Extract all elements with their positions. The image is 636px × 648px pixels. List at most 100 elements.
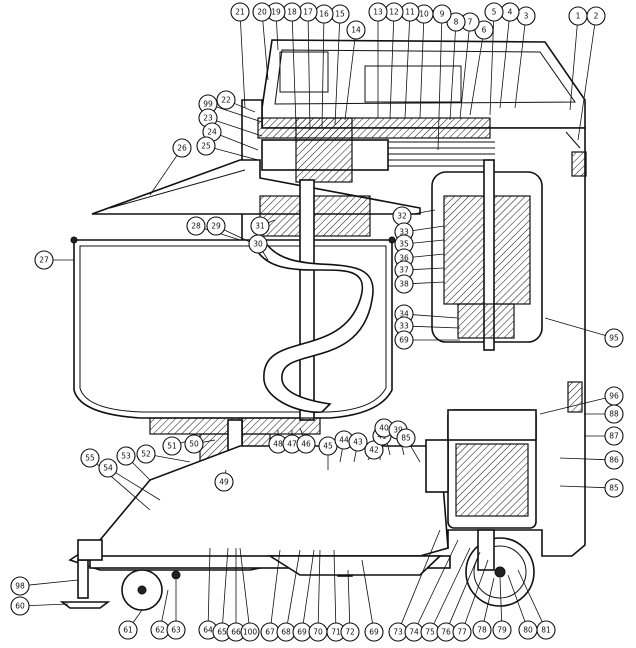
leader-line-15 xyxy=(334,22,340,126)
bowl-motor-bracket-left xyxy=(425,439,449,493)
callout-96: 96 xyxy=(604,386,624,406)
callout-13: 13 xyxy=(368,2,388,22)
callout-11: 11 xyxy=(400,2,420,22)
callout-number: 7 xyxy=(468,18,473,27)
callout-21: 21 xyxy=(230,2,250,22)
leader-line-86 xyxy=(559,457,606,461)
callout-68: 68 xyxy=(276,622,296,642)
callout-number: 21 xyxy=(235,8,245,17)
callout-number: 87 xyxy=(609,432,619,441)
leveling-foot-pad xyxy=(59,601,111,609)
callout-circle xyxy=(98,458,118,478)
leader-line-71 xyxy=(333,549,337,624)
callout-number: 16 xyxy=(319,10,329,19)
callout-circle xyxy=(252,2,272,22)
callout-number: 98 xyxy=(15,582,25,591)
callout-number: 27 xyxy=(39,256,49,265)
bowl-lid-rib xyxy=(109,169,246,209)
upper-belt-grooves xyxy=(388,141,495,167)
leader-line-73 xyxy=(401,529,441,624)
callout-circle xyxy=(472,620,492,640)
callout-63: 63 xyxy=(166,620,186,640)
callout-73: 73 xyxy=(388,622,408,642)
caster-wheel-right-inner xyxy=(473,545,527,599)
callout-29: 29 xyxy=(206,216,226,236)
callout-26: 26 xyxy=(172,138,192,158)
callout-circle xyxy=(604,450,624,470)
caster-fork-right xyxy=(477,529,495,571)
leader-line-43 xyxy=(353,450,357,463)
leader-line-4 xyxy=(499,20,510,109)
callout-number: 78 xyxy=(477,626,487,635)
callout-number: 20 xyxy=(257,8,267,17)
callout-circle xyxy=(10,596,30,616)
leader-line-68 xyxy=(287,549,301,624)
leader-line-12 xyxy=(389,20,395,119)
callout-18: 18 xyxy=(282,2,302,22)
callout-85: 85 xyxy=(604,478,624,498)
callout-76: 76 xyxy=(436,622,456,642)
callout-circle xyxy=(586,6,606,26)
callout-number: 100 xyxy=(243,628,258,637)
leader-line-53 xyxy=(132,462,151,481)
callout-circle xyxy=(604,478,624,498)
callout-number: 29 xyxy=(211,222,221,231)
callout-leaders xyxy=(28,20,606,625)
bowl-motor-fins xyxy=(455,443,529,517)
callout-61: 61 xyxy=(118,620,138,640)
callout-number: 38 xyxy=(399,280,409,289)
base-frame xyxy=(68,445,449,571)
callout-circle xyxy=(536,620,556,640)
callout-number: 63 xyxy=(171,626,181,635)
leader-line-99 xyxy=(216,106,263,123)
callout-79: 79 xyxy=(492,620,512,640)
callout-46: 46 xyxy=(296,434,316,454)
callout-circle xyxy=(34,250,54,270)
callout-number: 43 xyxy=(353,438,363,447)
callout-circle xyxy=(206,216,226,236)
top-window xyxy=(364,65,462,103)
callout-circle xyxy=(216,90,236,110)
leader-line-75 xyxy=(433,547,471,625)
leader-line-96 xyxy=(539,397,606,415)
callout-number: 30 xyxy=(253,240,263,249)
callout-circle xyxy=(118,620,138,640)
callout-100: 100 xyxy=(240,622,260,642)
callout-4: 4 xyxy=(500,2,520,22)
bowl-motor-cap xyxy=(447,409,537,441)
cable-hook xyxy=(565,131,581,149)
callout-28: 28 xyxy=(186,216,206,236)
callout-number: 69 xyxy=(399,336,409,345)
callout-number: 55 xyxy=(85,454,95,463)
callout-95: 95 xyxy=(604,328,624,348)
callout-66: 66 xyxy=(226,622,246,642)
callout-circle xyxy=(186,216,206,236)
bowl-rim-right xyxy=(388,236,396,244)
leader-line-80 xyxy=(507,574,526,622)
leader-line-54 xyxy=(115,472,161,501)
leader-line-32 xyxy=(410,209,436,215)
callout-circle xyxy=(240,622,260,642)
callout-circle xyxy=(364,622,384,642)
callout-circle xyxy=(166,620,186,640)
leader-line-85 xyxy=(410,445,421,463)
callout-69: 69 xyxy=(394,330,414,350)
callout-22: 22 xyxy=(216,90,236,110)
callout-number: 2 xyxy=(594,12,599,21)
callout-number: 4 xyxy=(508,8,513,17)
callout-number: 34 xyxy=(399,310,409,319)
callout-52: 52 xyxy=(136,444,156,464)
callout-number: 74 xyxy=(409,628,419,637)
spiral-motor-bearing-bottom xyxy=(457,303,515,339)
callout-circle xyxy=(10,576,30,596)
callout-25: 25 xyxy=(196,136,216,156)
head-cover xyxy=(261,39,586,129)
callout-77: 77 xyxy=(452,622,472,642)
leader-line-17 xyxy=(307,20,311,131)
leader-line-30 xyxy=(262,251,269,261)
callout-number: 52 xyxy=(141,450,151,459)
leader-line-8 xyxy=(449,30,456,121)
leader-line-34 xyxy=(412,314,459,319)
callout-circle xyxy=(604,328,624,348)
callout-number: 36 xyxy=(399,254,409,263)
